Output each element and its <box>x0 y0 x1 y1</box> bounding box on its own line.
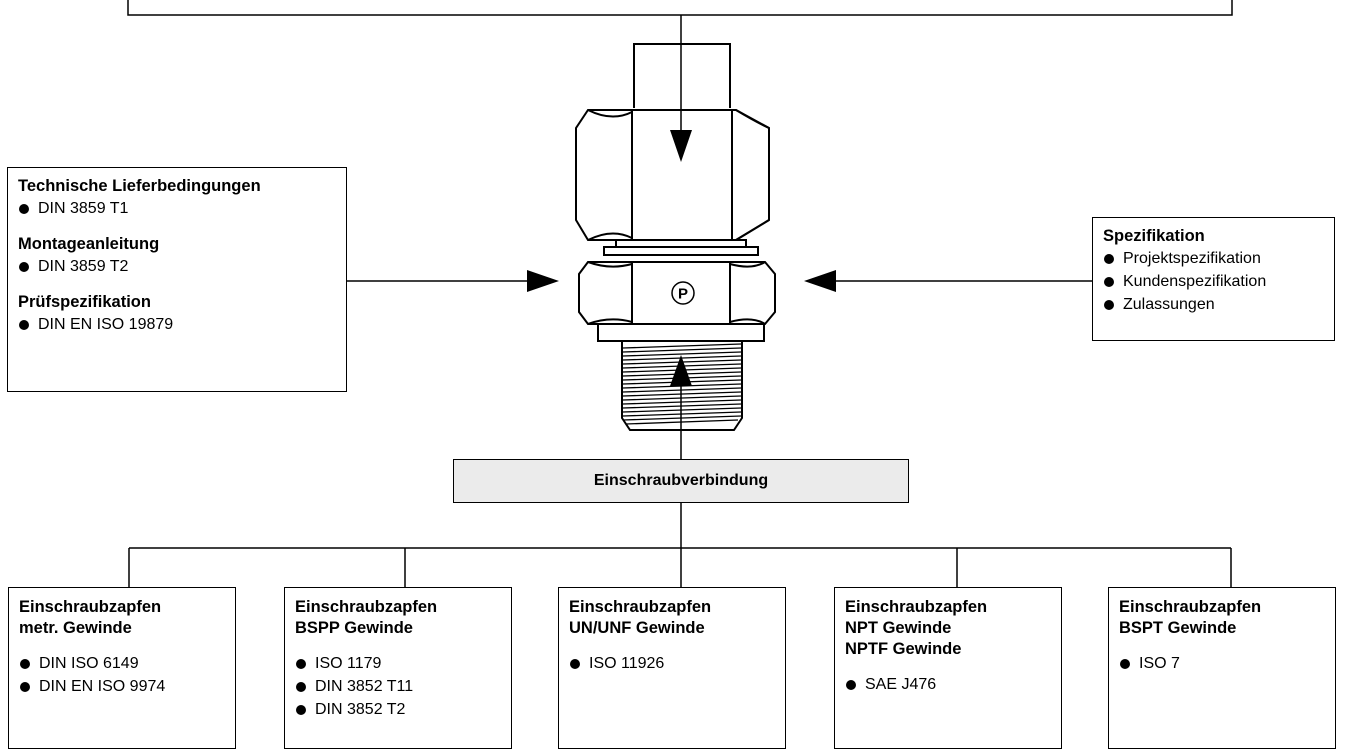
list-item: DIN ISO 6149 <box>19 652 225 675</box>
section-heading: Technische Lieferbedingungen <box>18 177 261 195</box>
top-bracket-line <box>127 0 1233 16</box>
bottom-box-bspp-thread: Einschraubzapfen BSPP Gewinde ISO 1179 D… <box>284 587 512 749</box>
box-title: Einschraubzapfen metr. Gewinde <box>19 598 162 637</box>
standards-list: ISO 11926 <box>569 652 775 675</box>
bullet-icon <box>19 262 29 272</box>
bullet-icon <box>20 682 30 692</box>
bullet-icon <box>296 682 306 692</box>
right-specification-box: Spezifikation Projektspezifikation Kunde… <box>1092 217 1335 341</box>
standards-list: ISO 1179 DIN 3852 T11 DIN 3852 T2 <box>295 652 501 721</box>
section-heading: Spezifikation <box>1103 227 1205 245</box>
list-item: ISO 11926 <box>569 652 775 675</box>
list-item: DIN EN ISO 19879 <box>18 313 336 336</box>
list-item: DIN 3859 T1 <box>18 197 336 220</box>
standards-list: SAE J476 <box>845 673 1051 696</box>
bullet-icon <box>296 659 306 669</box>
list-item: Kundenspezifikation <box>1103 270 1324 293</box>
box-title: Einschraubzapfen UN/UNF Gewinde <box>569 598 712 637</box>
list-item: DIN 3852 T11 <box>295 675 501 698</box>
bullet-icon <box>19 320 29 330</box>
bullet-icon <box>1104 277 1114 287</box>
bullet-icon <box>296 705 306 715</box>
list-item: Zulassungen <box>1103 293 1324 316</box>
top-arrowhead <box>670 130 692 162</box>
section-heading: Montageanleitung <box>18 235 160 253</box>
box-title: Einschraubzapfen BSPP Gewinde <box>295 598 438 637</box>
list-item: ISO 1179 <box>295 652 501 675</box>
standards-list: ISO 7 <box>1119 652 1325 675</box>
list-item: DIN 3852 T2 <box>295 698 501 721</box>
section-heading: Prüfspezifikation <box>18 293 151 311</box>
bullet-icon <box>846 680 856 690</box>
bullet-icon <box>570 659 580 669</box>
box-title: Einschraubzapfen BSPT Gewinde <box>1119 598 1262 637</box>
fitting-p-mark: P <box>678 286 688 303</box>
section-delivery-conditions: Technische Lieferbedingungen DIN 3859 T1 <box>18 175 336 220</box>
distribution-tree <box>128 503 1232 587</box>
section-assembly-instructions: Montageanleitung DIN 3859 T2 <box>18 233 336 278</box>
bottom-box-bspt-thread: Einschraubzapfen BSPT Gewinde ISO 7 <box>1108 587 1336 749</box>
bottom-box-un-unf-thread: Einschraubzapfen UN/UNF Gewinde ISO 1192… <box>558 587 786 749</box>
bullet-icon <box>1104 300 1114 310</box>
left-arrowhead <box>527 270 559 292</box>
list-item: DIN EN ISO 9974 <box>19 675 225 698</box>
box-title: Einschraubzapfen NPT Gewinde NPTF Gewind… <box>845 598 988 658</box>
list-item: Projektspezifikation <box>1103 247 1324 270</box>
section-test-specification: Prüfspezifikation DIN EN ISO 19879 <box>18 291 336 336</box>
list-item: DIN 3859 T2 <box>18 255 336 278</box>
bottom-box-metric-thread: Einschraubzapfen metr. Gewinde DIN ISO 6… <box>8 587 236 749</box>
bottom-box-npt-thread: Einschraubzapfen NPT Gewinde NPTF Gewind… <box>834 587 1062 749</box>
bottom-arrowhead <box>670 355 692 386</box>
left-standards-box: Technische Lieferbedingungen DIN 3859 T1… <box>7 167 347 392</box>
bullet-icon <box>20 659 30 669</box>
center-label-box: Einschraubverbindung <box>453 459 909 503</box>
list-item: ISO 7 <box>1119 652 1325 675</box>
fitting-drawing <box>575 43 776 431</box>
center-label: Einschraubverbindung <box>593 472 769 489</box>
bullet-icon <box>1120 659 1130 669</box>
standards-list: DIN ISO 6149 DIN EN ISO 9974 <box>19 652 225 698</box>
bullet-icon <box>1104 254 1114 264</box>
list-item: SAE J476 <box>845 673 1051 696</box>
right-arrowhead <box>804 270 836 292</box>
bullet-icon <box>19 204 29 214</box>
